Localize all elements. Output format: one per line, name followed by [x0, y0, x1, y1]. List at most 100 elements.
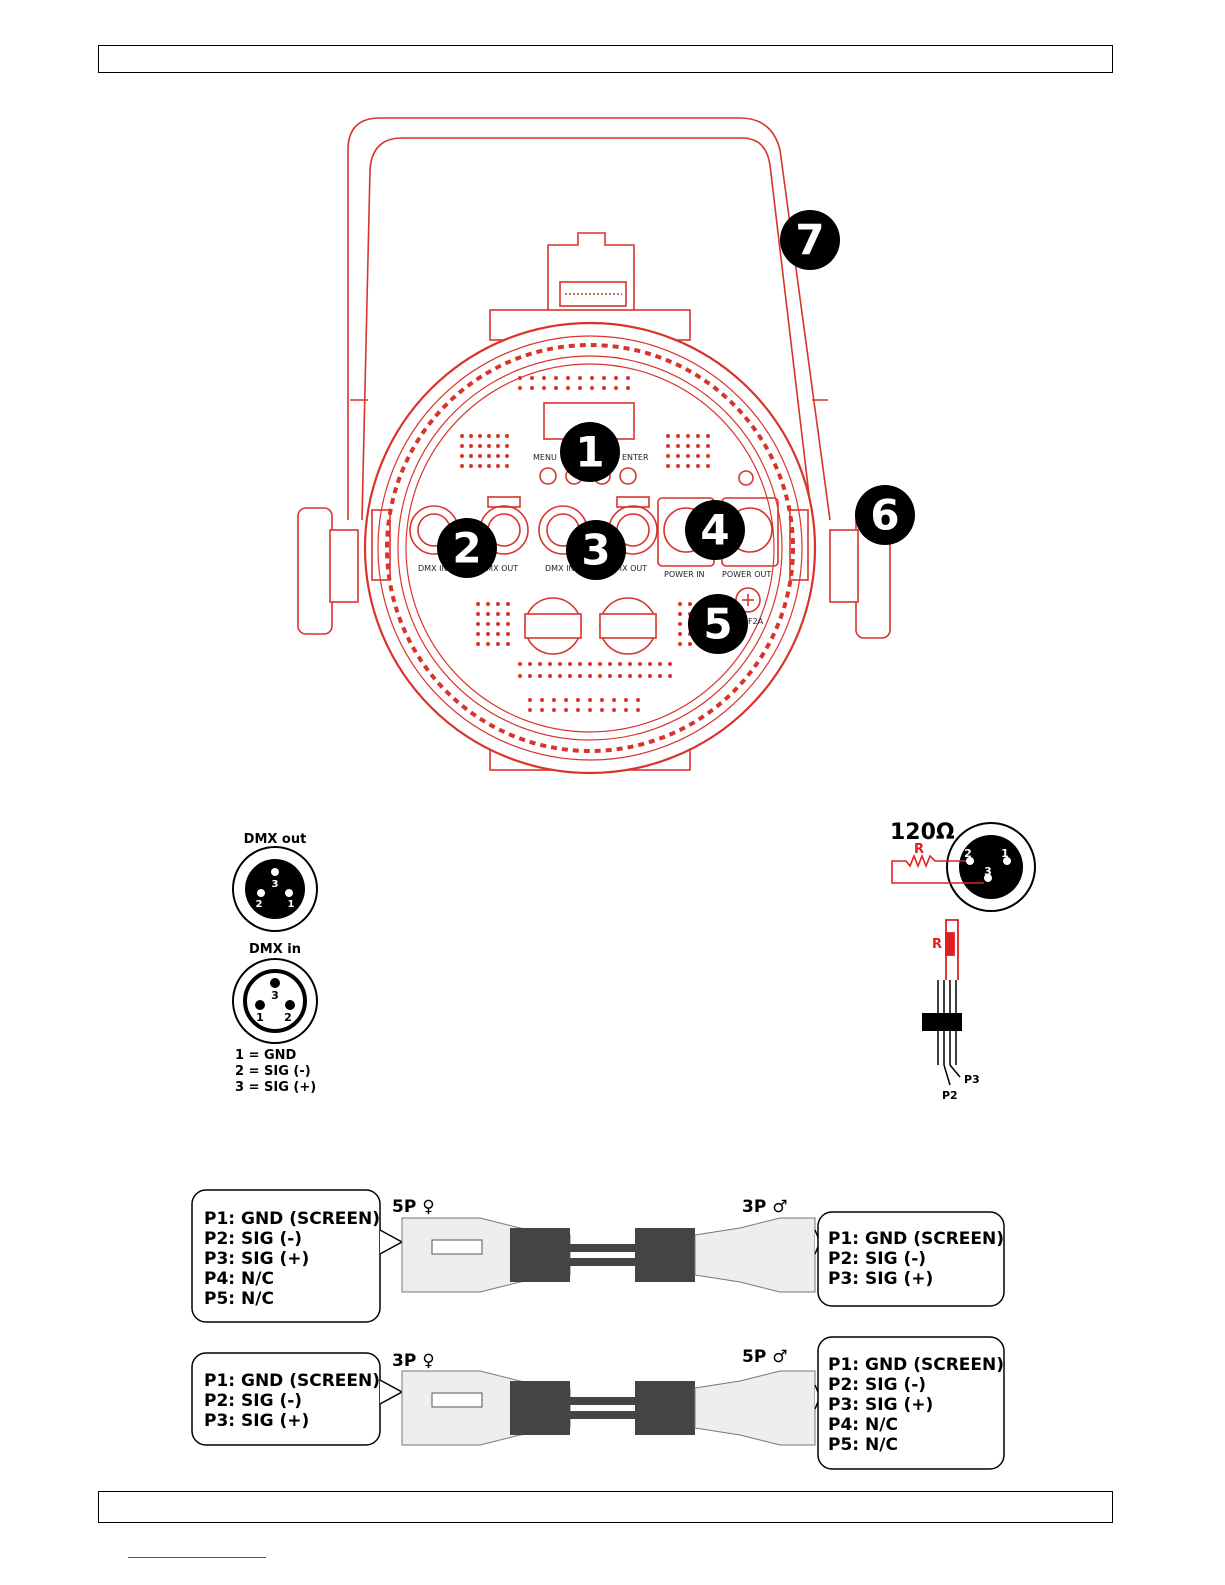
dmx-out-title: DMX out	[244, 832, 307, 847]
vent-dot	[578, 674, 582, 678]
vent-dot	[648, 674, 652, 678]
vent-dot	[696, 464, 700, 468]
vent-dot	[686, 464, 690, 468]
menu-label: MENU	[533, 453, 557, 462]
vent-dot	[608, 674, 612, 678]
vent-dot	[558, 674, 562, 678]
callout-4: 4	[685, 500, 745, 560]
vent-dot	[706, 464, 710, 468]
vent-dot	[486, 602, 490, 606]
vent-dot	[614, 386, 618, 390]
vent-dot	[496, 642, 500, 646]
vent-dot	[552, 698, 556, 702]
svg-text:4: 4	[700, 506, 729, 555]
cable2-right-pin-5: P5: N/C	[828, 1435, 898, 1455]
vent-dot	[706, 444, 710, 448]
resistor-label-bottom: R	[932, 937, 942, 952]
vent-dot	[476, 612, 480, 616]
vent-dot	[598, 662, 602, 666]
vent-dot	[576, 708, 580, 712]
vent-dot	[460, 464, 464, 468]
vent-dot	[686, 444, 690, 448]
vent-dot	[478, 464, 482, 468]
page-header-box	[98, 45, 1113, 73]
vent-dot	[686, 434, 690, 438]
vent-dot	[588, 698, 592, 702]
vent-dot	[469, 454, 473, 458]
cable-5p-to-3p: P1: GND (SCREEN) P2: SIG (-) P3: SIG (+)…	[191, 1189, 1005, 1323]
vent-dot	[638, 662, 642, 666]
vent-dot	[706, 434, 710, 438]
vent-dot	[476, 602, 480, 606]
vent-dot	[588, 708, 592, 712]
vent-dot	[496, 602, 500, 606]
vent-dot	[628, 674, 632, 678]
vent-dot	[576, 698, 580, 702]
vent-dot	[505, 454, 509, 458]
vent-dot	[590, 386, 594, 390]
vent-dot	[496, 464, 500, 468]
vent-dot	[487, 444, 491, 448]
callout-6: 6	[855, 485, 915, 545]
vent-dot	[496, 632, 500, 636]
svg-text:2: 2	[452, 524, 481, 573]
vent-dot	[460, 454, 464, 458]
vent-dot	[460, 444, 464, 448]
svg-text:2: 2	[964, 847, 972, 860]
vent-dot	[658, 662, 662, 666]
vent-dot	[530, 386, 534, 390]
cable2-right-pin-1: P1: GND (SCREEN)	[828, 1355, 1004, 1375]
cable1-left-pin-3: P3: SIG (+)	[204, 1249, 309, 1269]
resistor-label-top: R	[914, 842, 924, 857]
vent-dot	[505, 434, 509, 438]
vent-dot	[590, 376, 594, 380]
vent-dot	[478, 444, 482, 448]
vent-dot	[476, 622, 480, 626]
cable2-right-pin-2: P2: SIG (-)	[828, 1375, 926, 1395]
cable1-right-connector: 3P ♂	[742, 1197, 787, 1217]
vent-dot	[608, 662, 612, 666]
enter-label: ENTER	[622, 453, 649, 462]
vent-dot	[554, 376, 558, 380]
dmx-in-label-left: DMX IN	[418, 564, 447, 573]
vent-dot	[600, 698, 604, 702]
vent-dot	[624, 698, 628, 702]
dmx-in-label-right: DMX IN	[545, 564, 574, 573]
cable1-right-pin-3: P3: SIG (+)	[828, 1269, 933, 1289]
vent-dot	[676, 454, 680, 458]
vent-dot	[538, 662, 542, 666]
svg-text:1: 1	[256, 1011, 264, 1024]
vent-dot	[530, 376, 534, 380]
vent-dot	[598, 674, 602, 678]
page-footer-box	[98, 1491, 1113, 1523]
cable2-left-pin-2: P2: SIG (-)	[204, 1391, 302, 1411]
vent-dot	[554, 386, 558, 390]
vent-dot	[528, 708, 532, 712]
cable1-left-pin-1: P1: GND (SCREEN)	[204, 1209, 380, 1229]
vent-dot	[506, 622, 510, 626]
svg-text:7: 7	[795, 216, 824, 265]
vent-dot	[636, 708, 640, 712]
vent-dot	[696, 434, 700, 438]
vent-dot	[528, 674, 532, 678]
cable1-right-pin-2: P2: SIG (-)	[828, 1249, 926, 1269]
vent-dot	[618, 674, 622, 678]
vent-dot	[496, 454, 500, 458]
vent-dot	[460, 434, 464, 438]
svg-text:1: 1	[288, 899, 295, 910]
vent-dot	[506, 642, 510, 646]
cable1-left-pin-4: P4: N/C	[204, 1269, 274, 1289]
pin-legend-1: 1 = GND	[235, 1048, 297, 1063]
vent-dot	[668, 662, 672, 666]
vent-dot	[487, 464, 491, 468]
vent-dot	[602, 386, 606, 390]
footer-link-underline[interactable]	[128, 1557, 266, 1558]
vent-dot	[688, 642, 692, 646]
vent-dot	[518, 376, 522, 380]
cable1-left-pin-5: P5: N/C	[204, 1289, 274, 1309]
vent-dot	[564, 708, 568, 712]
vent-dot	[626, 386, 630, 390]
vent-dot	[487, 434, 491, 438]
vent-dot	[648, 662, 652, 666]
cable2-right-pin-4: P4: N/C	[828, 1415, 898, 1435]
